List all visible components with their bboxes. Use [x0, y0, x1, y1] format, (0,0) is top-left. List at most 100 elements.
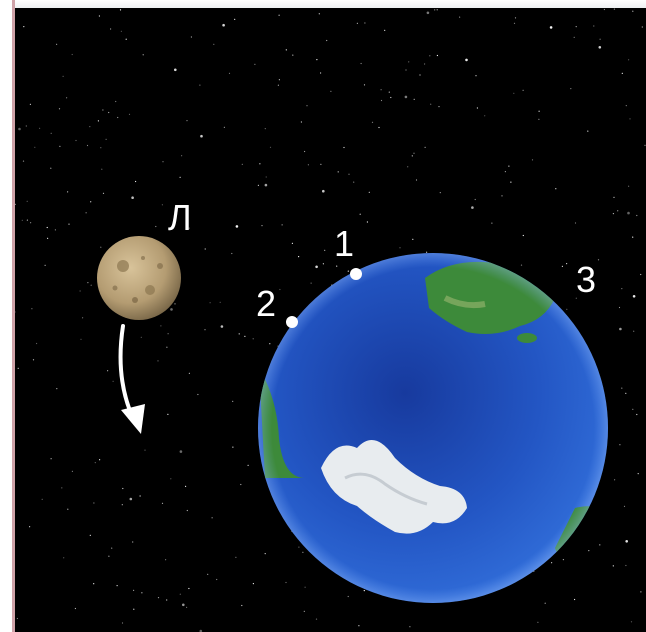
star	[303, 610, 305, 613]
star	[141, 592, 143, 594]
star	[562, 559, 565, 561]
star	[261, 225, 263, 227]
star	[278, 79, 280, 81]
star	[573, 36, 575, 38]
star	[640, 273, 642, 276]
star	[160, 325, 162, 327]
star	[71, 53, 73, 56]
star	[424, 146, 426, 148]
star	[343, 146, 345, 149]
star	[544, 602, 546, 604]
star	[384, 29, 386, 31]
star	[359, 213, 361, 215]
star	[30, 222, 32, 224]
star	[161, 502, 164, 504]
star	[378, 126, 380, 129]
star	[200, 134, 203, 138]
star	[29, 103, 31, 105]
star	[115, 100, 117, 103]
star	[633, 330, 635, 332]
star	[644, 144, 646, 146]
star	[434, 9, 436, 11]
star	[627, 211, 630, 215]
star	[625, 540, 628, 543]
star	[429, 55, 431, 57]
star	[241, 604, 243, 607]
star	[405, 69, 407, 71]
star	[259, 163, 261, 165]
star	[632, 10, 634, 12]
star	[358, 625, 360, 627]
star	[522, 234, 524, 237]
star	[219, 301, 221, 303]
star	[93, 502, 95, 504]
star	[474, 198, 476, 201]
star	[426, 11, 430, 15]
star	[39, 127, 41, 129]
star	[252, 338, 254, 340]
star	[390, 96, 392, 99]
star	[513, 22, 516, 24]
star	[315, 265, 318, 269]
star	[223, 126, 225, 128]
star	[216, 578, 218, 581]
star	[186, 509, 188, 512]
star	[555, 188, 557, 190]
star	[181, 155, 183, 157]
star	[621, 72, 623, 74]
star	[269, 343, 271, 345]
star	[623, 505, 626, 507]
star	[204, 248, 206, 250]
star	[89, 534, 91, 537]
star	[326, 39, 328, 42]
star	[16, 617, 18, 620]
star	[632, 408, 634, 410]
star	[120, 30, 122, 32]
star	[63, 557, 65, 559]
star	[337, 171, 339, 173]
star	[459, 16, 461, 18]
star	[111, 547, 113, 549]
star	[252, 583, 254, 585]
star	[628, 185, 630, 187]
star	[29, 526, 31, 528]
star	[465, 58, 468, 62]
star	[298, 256, 300, 258]
star	[307, 164, 309, 166]
star	[407, 166, 409, 168]
star	[302, 551, 304, 553]
star	[366, 221, 368, 223]
star	[613, 196, 615, 198]
star	[116, 585, 118, 587]
star	[105, 138, 107, 140]
star	[23, 26, 25, 28]
star	[415, 179, 418, 181]
star	[119, 9, 122, 11]
marker-point-2	[286, 316, 298, 328]
star	[570, 88, 572, 90]
star	[551, 562, 553, 564]
star	[228, 72, 231, 74]
star	[598, 46, 602, 49]
star	[188, 587, 190, 590]
star	[380, 99, 383, 102]
star	[522, 89, 524, 91]
star	[630, 621, 633, 623]
star	[430, 103, 432, 105]
star	[269, 146, 272, 148]
star	[244, 335, 246, 337]
star	[199, 629, 203, 632]
star	[628, 59, 630, 61]
star	[234, 18, 236, 20]
star	[617, 210, 619, 212]
star	[213, 43, 215, 45]
star	[100, 147, 102, 149]
star	[254, 63, 256, 65]
star	[641, 26, 643, 28]
star	[315, 618, 318, 620]
star	[613, 8, 616, 10]
star	[531, 159, 534, 161]
star	[619, 327, 622, 331]
star	[412, 238, 414, 240]
star	[238, 333, 240, 335]
